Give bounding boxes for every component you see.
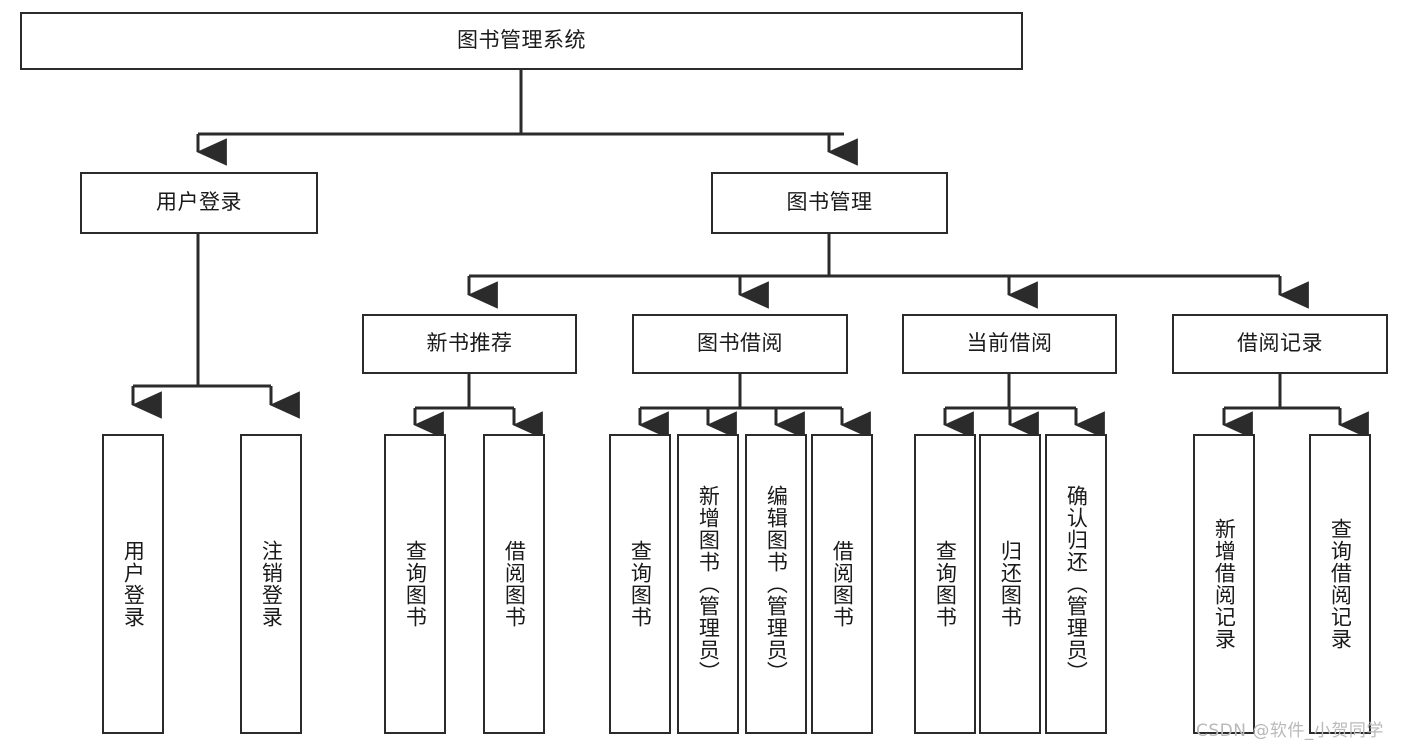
node-leaf-query-book-3[interactable]: 查询图书 (914, 434, 976, 734)
node-current-borrow-label: 当前借阅 (966, 331, 1053, 356)
node-leaf-add-record-label: 新增借阅记录 (1212, 518, 1237, 650)
node-user-login[interactable]: 用户登录 (80, 172, 318, 234)
node-leaf-add-book[interactable]: 新增图书（管理员） (677, 434, 739, 734)
node-leaf-logout-login[interactable]: 注销登录 (240, 434, 302, 734)
node-borrow-record-label: 借阅记录 (1237, 331, 1323, 356)
node-leaf-confirm-return[interactable]: 确认归还（管理员） (1045, 434, 1107, 734)
node-leaf-borrow-book-2[interactable]: 借阅图书 (811, 434, 873, 734)
node-leaf-return-book[interactable]: 归还图书 (979, 434, 1041, 734)
node-root[interactable]: 图书管理系统 (20, 12, 1023, 70)
node-new-book-recommend[interactable]: 新书推荐 (362, 314, 577, 374)
node-current-borrow[interactable]: 当前借阅 (902, 314, 1117, 374)
node-leaf-query-book-1-label: 查询图书 (403, 540, 428, 628)
node-book-borrow-label: 图书借阅 (697, 331, 783, 356)
node-book-borrow[interactable]: 图书借阅 (632, 314, 848, 374)
node-leaf-add-record[interactable]: 新增借阅记录 (1193, 434, 1255, 734)
node-leaf-query-book-2[interactable]: 查询图书 (609, 434, 671, 734)
node-borrow-record[interactable]: 借阅记录 (1172, 314, 1388, 374)
node-leaf-logout-login-label: 注销登录 (259, 540, 284, 628)
node-leaf-query-record[interactable]: 查询借阅记录 (1309, 434, 1371, 734)
node-leaf-query-book-2-label: 查询图书 (628, 540, 653, 628)
node-leaf-query-record-label: 查询借阅记录 (1328, 518, 1353, 650)
node-leaf-borrow-book-2-label: 借阅图书 (830, 540, 855, 628)
node-leaf-user-login-label: 用户登录 (121, 540, 146, 628)
node-leaf-confirm-return-label: 确认归还（管理员） (1064, 485, 1089, 683)
node-book-manage-label: 图书管理 (786, 190, 873, 215)
node-leaf-add-book-label: 新增图书（管理员） (696, 485, 721, 683)
node-leaf-user-login[interactable]: 用户登录 (102, 434, 164, 734)
node-leaf-borrow-book-1[interactable]: 借阅图书 (483, 434, 545, 734)
node-leaf-edit-book[interactable]: 编辑图书（管理员） (745, 434, 807, 734)
node-new-book-recommend-label: 新书推荐 (426, 331, 513, 356)
node-user-login-label: 用户登录 (156, 190, 242, 215)
node-leaf-query-book-1[interactable]: 查询图书 (384, 434, 446, 734)
node-root-label: 图书管理系统 (457, 28, 586, 53)
node-leaf-borrow-book-1-label: 借阅图书 (502, 540, 527, 628)
node-leaf-query-book-3-label: 查询图书 (933, 540, 958, 628)
watermark-text: CSDN @软件_小贺同学 (1196, 721, 1384, 741)
node-book-manage[interactable]: 图书管理 (711, 172, 948, 234)
node-leaf-edit-book-label: 编辑图书（管理员） (764, 485, 789, 683)
node-leaf-return-book-label: 归还图书 (998, 540, 1023, 628)
